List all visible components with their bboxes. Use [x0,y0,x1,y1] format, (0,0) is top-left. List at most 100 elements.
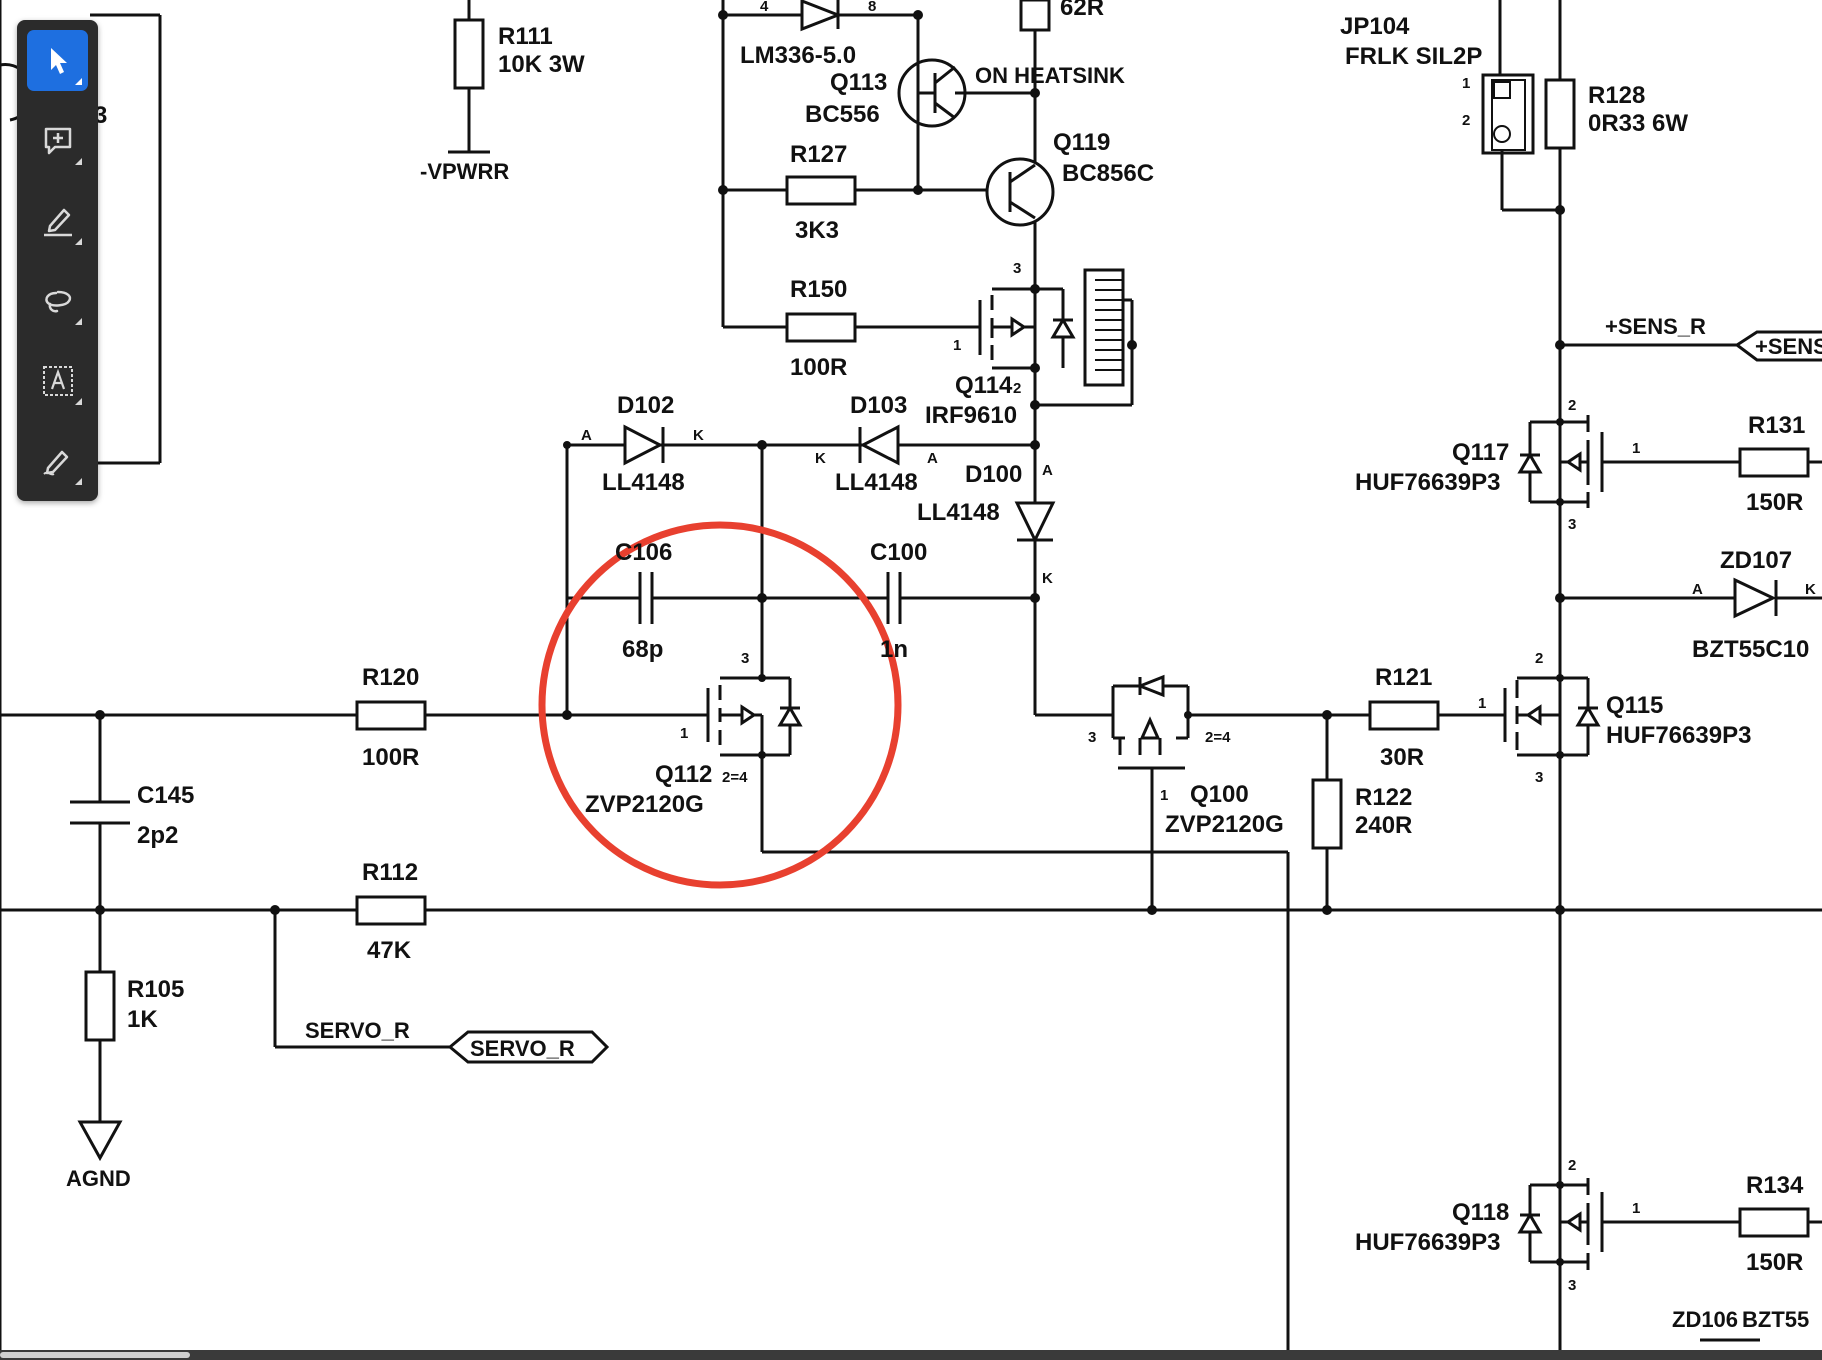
annotation-toolbar [17,20,98,501]
signature-button[interactable] [27,430,88,491]
r105-value: 1K [127,1006,158,1033]
r127-ref: R127 [790,141,847,168]
d102-k: K [693,427,704,444]
zd107-value: BZT55C10 [1692,636,1809,663]
servo-r-port[interactable]: SERVO_R [470,1036,575,1061]
signature-pen-icon [42,450,68,475]
scrollbar-thumb[interactable] [0,1352,190,1358]
q100-value: ZVP2120G [1165,811,1284,838]
q117-pin1: 1 [1632,440,1640,457]
r121-ref: R121 [1375,664,1432,691]
zd107-a: A [1692,581,1703,598]
q118-pin1: 1 [1632,1200,1640,1217]
zd107-k: K [1805,581,1816,598]
r122-value: 240R [1355,812,1412,839]
annotation-circle[interactable] [538,521,902,889]
q114-pin1: 1 [953,337,961,354]
q115-pin2: 2 [1535,650,1543,667]
lm336-pin4: 4 [760,0,769,15]
q117-ref: Q117 [1452,439,1509,466]
q115-pin3: 3 [1535,769,1543,786]
highlighter-button[interactable] [27,190,88,251]
select-tool-button[interactable] [27,30,88,91]
q112-ref: Q112 [655,761,712,788]
zd106-ref: ZD106 [1672,1307,1738,1332]
lasso-icon [44,290,71,312]
q112-pin3: 3 [741,650,749,667]
sens-r-port[interactable]: +SENS [1755,334,1822,359]
d103-k: K [815,450,826,467]
add-comment-button[interactable] [27,110,88,171]
r150-ref: R150 [790,276,847,303]
agnd-label: AGND [66,1166,131,1191]
d100-k: K [1042,570,1053,587]
q118-pin3: 3 [1568,1277,1576,1294]
text-box-icon [42,365,73,396]
c106-value: 68p [622,636,663,663]
highlighter-icon [43,208,72,236]
sens-r-net: +SENS_R [1605,314,1706,339]
q117-pin2: 2 [1568,397,1576,414]
r111-ref: R111 [498,23,553,50]
q118-pin2: 2 [1568,1157,1576,1174]
d100-a: A [1042,462,1053,479]
r128-value: 0R33 6W [1588,110,1688,137]
r131-ref: R131 [1748,412,1805,439]
zd106-value: BZT55 [1742,1307,1809,1332]
q114-value: IRF9610 [925,402,1017,429]
lm336-pin8: 8 [868,0,876,15]
q113-value: BC556 [805,101,880,128]
q100-pin24: 2=4 [1205,729,1231,746]
r120-ref: R120 [362,664,419,691]
r62-value: 62R [1060,0,1104,21]
c145-ref: C145 [137,782,194,809]
d102-ref: D102 [617,392,674,419]
q118-value: HUF76639P3 [1355,1229,1500,1256]
d100-value: LL4148 [917,499,1000,526]
add-comment-icon [44,127,71,154]
r120-value: 100R [362,744,419,771]
jp104-pin2: 2 [1462,112,1470,129]
r105-ref: R105 [127,976,184,1003]
q100-ref: Q100 [1190,781,1249,808]
q118-ref: Q118 [1452,1199,1509,1226]
jp104-pin1: 1 [1462,75,1470,92]
q112-value: ZVP2120G [585,791,704,818]
jp104-ref: JP104 [1340,13,1410,40]
r121-value: 30R [1380,744,1424,771]
q119-value: BC856C [1062,160,1154,187]
select-arrow-icon [50,47,67,74]
q112-pin1: 1 [680,725,688,742]
d103-a: A [927,450,938,467]
q115-ref: Q115 [1606,692,1663,719]
r112-value: 47K [367,937,412,964]
q119-ref: Q119 [1053,129,1110,156]
r127-value: 3K3 [795,217,839,244]
q117-pin3: 3 [1568,516,1576,533]
on-heatsink-note: ON HEATSINK [975,63,1125,88]
r128-ref: R128 [1588,82,1645,109]
r134-ref: R134 [1746,1172,1804,1199]
q112-pin24: 2=4 [722,769,748,786]
lm336-label: LM336-5.0 [740,42,856,69]
r150-value: 100R [790,354,847,381]
d103-ref: D103 [850,392,907,419]
text-box-button[interactable] [27,350,88,411]
q114-pin3: 3 [1013,260,1021,277]
d100-ref: D100 [965,461,1022,488]
d102-a: A [581,427,592,444]
horizontal-scrollbar[interactable] [0,1350,1822,1360]
lasso-button[interactable] [27,270,88,331]
r122-ref: R122 [1355,784,1412,811]
d102-value: LL4148 [602,469,685,496]
d103-value: LL4148 [835,469,918,496]
c100-value: 1n [880,636,908,663]
zd107-ref: ZD107 [1720,547,1792,574]
r112-ref: R112 [362,859,418,886]
q113-ref: Q113 [830,69,887,96]
r131-value: 150R [1746,489,1803,516]
c106-ref: C106 [615,539,672,566]
c100-ref: C100 [870,539,927,566]
jp104-value: FRLK SIL2P [1345,43,1482,70]
